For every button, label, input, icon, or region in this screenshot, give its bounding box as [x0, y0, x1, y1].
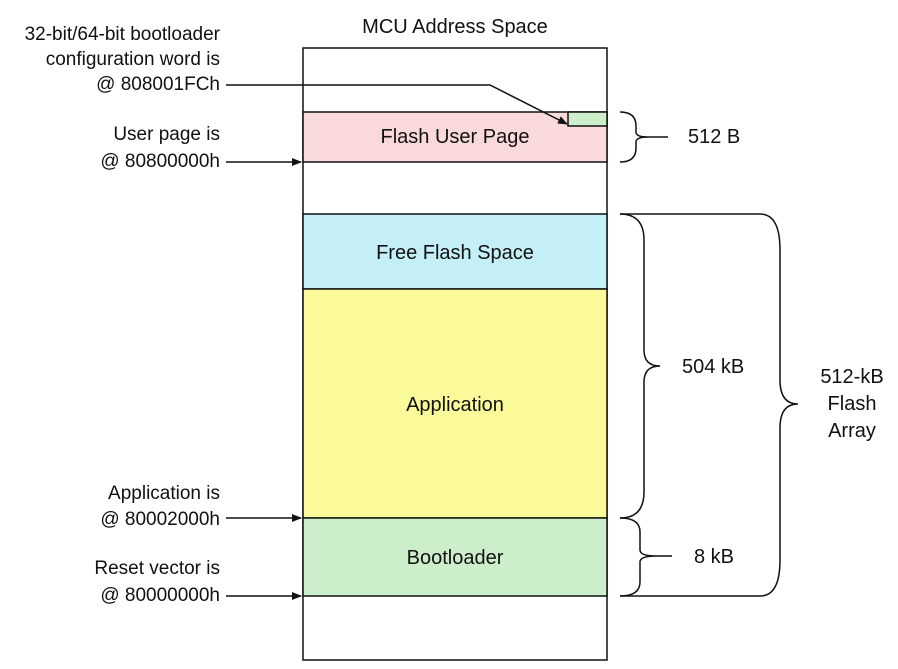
size-bootloader: 8 kB	[694, 546, 734, 568]
region-label-flash-user-page: Flash User Page	[381, 126, 530, 148]
brace-user-page	[619, 111, 649, 163]
brace-flash-array	[759, 213, 799, 597]
region-label-free-flash-space: Free Flash Space	[376, 242, 534, 264]
region-label-application: Application	[406, 394, 504, 416]
region-label-bootloader: Bootloader	[407, 547, 504, 569]
size-application-free: 504 kB	[682, 356, 744, 378]
user-page-text: User page is	[113, 124, 220, 145]
region-application	[302, 288, 608, 519]
config-word-arrow	[226, 84, 568, 125]
size-flash-array-line-2: Flash	[828, 393, 877, 415]
annotation-application: Application is @ 80002000h	[100, 483, 220, 530]
annotation-config-word: 32-bit/64-bit bootloader configuration w…	[25, 24, 221, 95]
user-page-address: @ 80800000h	[100, 151, 220, 172]
annotation-reset-vector: Reset vector is @ 80000000h	[94, 558, 220, 606]
diagram-title: MCU Address Space	[362, 16, 548, 38]
application-text: Application is	[108, 483, 220, 504]
brace-bootloader	[619, 517, 657, 597]
brace-application-free	[619, 213, 661, 519]
reset-vector-text: Reset vector is	[94, 558, 220, 579]
config-word-box	[567, 111, 608, 127]
size-flash-array-line-1: 512-kB	[820, 366, 883, 388]
region-free-flash-space	[302, 213, 608, 290]
config-word-text-line-2: configuration word is	[46, 49, 220, 70]
region-flash-user-page	[302, 111, 608, 163]
reset-vector-address: @ 80000000h	[100, 585, 220, 606]
size-flash-array-line-3: Array	[828, 420, 876, 442]
annotation-user-page: User page is @ 80800000h	[100, 124, 220, 172]
region-bootloader	[302, 517, 608, 597]
application-address: @ 80002000h	[100, 509, 220, 530]
size-user-page: 512 B	[688, 126, 740, 148]
config-word-text-line-1: 32-bit/64-bit bootloader	[25, 24, 221, 45]
config-word-address: @ 808001FCh	[96, 74, 220, 95]
